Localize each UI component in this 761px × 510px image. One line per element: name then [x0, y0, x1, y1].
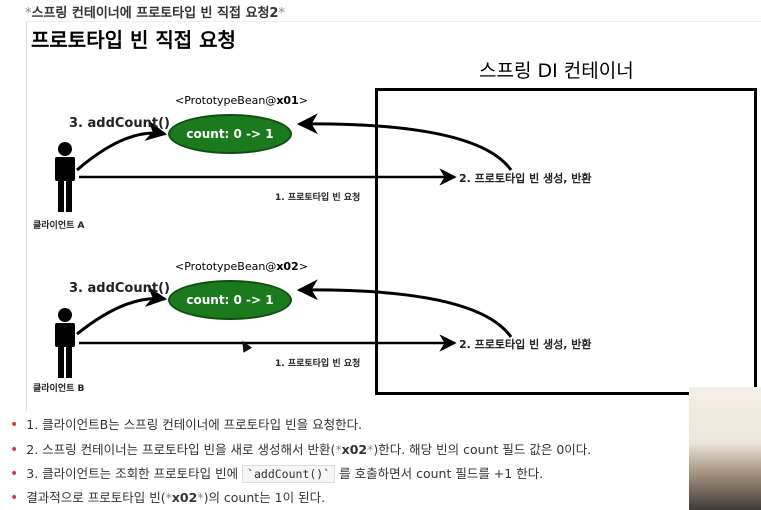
bullet-item-3: • 3. 클라이언트는 조회한 프로토타입 빈에 `addCount()` 를 호… [10, 463, 544, 483]
bean-b-label: <PrototypeBean@x02> [175, 260, 308, 273]
bullet-4-part2: )의 count는 1이 된다. [203, 490, 326, 505]
bullet-4-part1: 결과적으로 프로토타입 빈( [26, 490, 166, 505]
step-b-add-count: 3. addCount() [69, 281, 170, 296]
bullet-item-4: •결과적으로 프로토타입 빈(*x02*)의 count는 1이 된다. [10, 487, 325, 506]
diagram-arrows [55, 113, 513, 378]
bullet-4-star-left: * [165, 490, 172, 505]
arrow-b-return [296, 279, 513, 338]
step-a-request: 1. 프로토타입 빈 요청 [275, 193, 361, 203]
bullet-3-part2: 를 호출하면서 count 필드를 +1 한다. [335, 466, 544, 481]
bullet-item-2: •2. 스프링 컨테이너는 프로토타입 빈을 새로 생성해서 반환(*x02*)… [10, 439, 591, 458]
bullet-dot-icon: • [10, 466, 19, 482]
bullet-2-part2: )한다. 해당 빈의 count 필드 값은 0이다. [373, 442, 592, 457]
arrow-b-add-count [76, 286, 168, 336]
bean-a-label: <PrototypeBean@x01> [175, 94, 308, 107]
bullet-2-part1: 2. 스프링 컨테이너는 프로토타입 빈을 새로 생성해서 반환( [26, 442, 336, 457]
prototype-bean-b: count: 0 -> 1 [168, 280, 292, 320]
spring-di-container-box [375, 88, 757, 395]
bean-b-label-suffix: > [298, 260, 308, 273]
step-a-create-return: 2. 프로토타입 빈 생성, 반환 [459, 172, 592, 185]
step-b-create-return: 2. 프로토타입 빈 생성, 반환 [459, 338, 592, 351]
bullet-1-text: 1. 클라이언트B는 스프링 컨테이너에 프로토타입 빈을 요청한다. [26, 417, 363, 432]
bullet-item-1: • 1. 클라이언트B는 스프링 컨테이너에 프로토타입 빈을 요청한다. [10, 414, 362, 433]
bean-b-label-prefix: <PrototypeBean@ [175, 260, 277, 273]
arrow-a-add-count [76, 120, 168, 172]
bean-a-label-id: x01 [276, 94, 299, 107]
prototype-bean-a: count: 0 -> 1 [168, 114, 292, 154]
bullet-4-emphasis: x02 [171, 490, 198, 505]
container-title: 스프링 DI 컨테이너 [479, 60, 634, 82]
client-a-person-icon [55, 142, 75, 212]
bullet-dot-icon: • [10, 490, 19, 506]
client-b-label: 클라이언트 B [33, 384, 85, 394]
bullet-3-part1: 3. 클라이언트는 조회한 프로토타입 빈에 [26, 466, 243, 481]
client-b-person-icon [55, 308, 75, 378]
bullet-3-code: `addCount()` [242, 465, 336, 483]
webcam-overlay-image [689, 387, 761, 510]
caption-text: 스프링 컨테이너에 프로토타입 빈 직접 요청2 [31, 6, 279, 21]
caption-star-right: * [278, 6, 285, 21]
arrow-a-return [296, 113, 513, 171]
caption-star-left: * [25, 6, 32, 21]
slide-caption: *스프링 컨테이너에 프로토타입 빈 직접 요청2* [25, 2, 285, 21]
bullet-2-star-right: * [367, 442, 374, 457]
bullet-2-star-left: * [335, 442, 342, 457]
step-b-request: 1. 프로토타입 빈 요청 [275, 359, 361, 369]
diagram-title: 프로토타입 빈 직접 요청 [31, 28, 236, 52]
bean-b-label-id: x02 [276, 260, 299, 273]
diagram-slide: 프로토타입 빈 직접 요청 스프링 DI 컨테이너 [26, 21, 761, 411]
step-a-add-count: 3. addCount() [69, 116, 170, 131]
bullet-2-emphasis: x02 [341, 442, 368, 457]
bullet-dot-icon: • [10, 442, 19, 458]
bullet-dot-icon: • [10, 417, 19, 433]
client-a-label: 클라이언트 A [33, 221, 85, 231]
bean-a-label-suffix: > [298, 94, 308, 107]
bullet-4-star-right: * [197, 490, 204, 505]
bean-a-label-prefix: <PrototypeBean@ [175, 94, 277, 107]
